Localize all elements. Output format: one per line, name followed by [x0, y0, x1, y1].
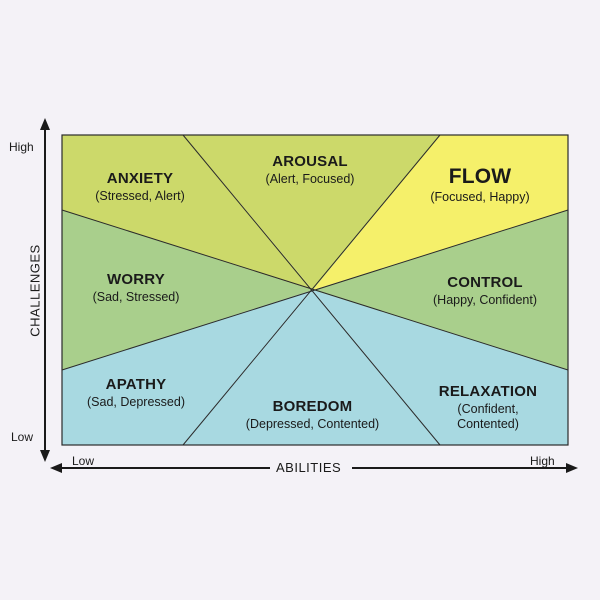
y-axis-low-label: Low	[11, 430, 34, 444]
x-axis-title: ABILITIES	[276, 460, 342, 475]
relaxation-subtitle-line2: Contented)	[457, 417, 519, 432]
label-apathy: APATHY (Sad, Depressed)	[66, 376, 206, 410]
apathy-title: APATHY	[105, 376, 167, 393]
arousal-title: AROUSAL	[272, 153, 348, 170]
label-control: CONTROL (Happy, Confident)	[410, 274, 560, 308]
x-axis-low-label: Low	[72, 454, 95, 468]
label-worry: WORRY (Sad, Stressed)	[66, 271, 206, 305]
divider-lines	[61, 134, 569, 446]
relaxation-subtitle-line1: (Confident,	[457, 401, 519, 416]
boredom-subtitle: (Depressed, Contented)	[245, 416, 380, 431]
label-anxiety: ANXIETY (Stressed, Alert)	[70, 170, 210, 204]
anxiety-title: ANXIETY	[106, 170, 174, 187]
x-axis-high-label: High	[530, 454, 555, 468]
region-worry	[62, 210, 313, 370]
label-flow: FLOW (Focused, Happy)	[405, 164, 555, 206]
y-axis-title: CHALLENGES	[27, 244, 43, 337]
anxiety-subtitle: (Stressed, Alert)	[95, 188, 185, 203]
region-boredom	[183, 290, 440, 445]
arousal-subtitle: (Alert, Focused)	[265, 171, 355, 186]
region-anxiety	[62, 135, 313, 290]
control-title: CONTROL	[447, 274, 523, 291]
label-relaxation: RELAXATION (Confident, Contented)	[418, 383, 558, 433]
region-apathy	[62, 290, 313, 445]
flow-title: FLOW	[448, 165, 512, 188]
label-arousal: AROUSAL (Alert, Focused)	[240, 153, 380, 187]
control-subtitle: (Happy, Confident)	[433, 292, 537, 307]
region-arousal	[183, 135, 440, 290]
diagram-border	[61, 134, 569, 446]
worry-title: WORRY	[107, 271, 165, 288]
label-boredom: BOREDOM (Depressed, Contented)	[230, 398, 395, 432]
region-relaxation	[313, 290, 568, 445]
relaxation-title: RELAXATION	[438, 383, 538, 400]
flow-subtitle: (Focused, Happy)	[430, 190, 530, 205]
region-flow	[313, 135, 568, 290]
boredom-title: BOREDOM	[272, 398, 353, 415]
worry-subtitle: (Sad, Stressed)	[92, 289, 180, 304]
y-axis-arrow	[40, 118, 50, 462]
apathy-subtitle: (Sad, Depressed)	[87, 394, 185, 409]
region-control	[313, 210, 568, 370]
x-axis-arrow	[50, 463, 578, 473]
y-axis-high-label: High	[9, 140, 34, 154]
